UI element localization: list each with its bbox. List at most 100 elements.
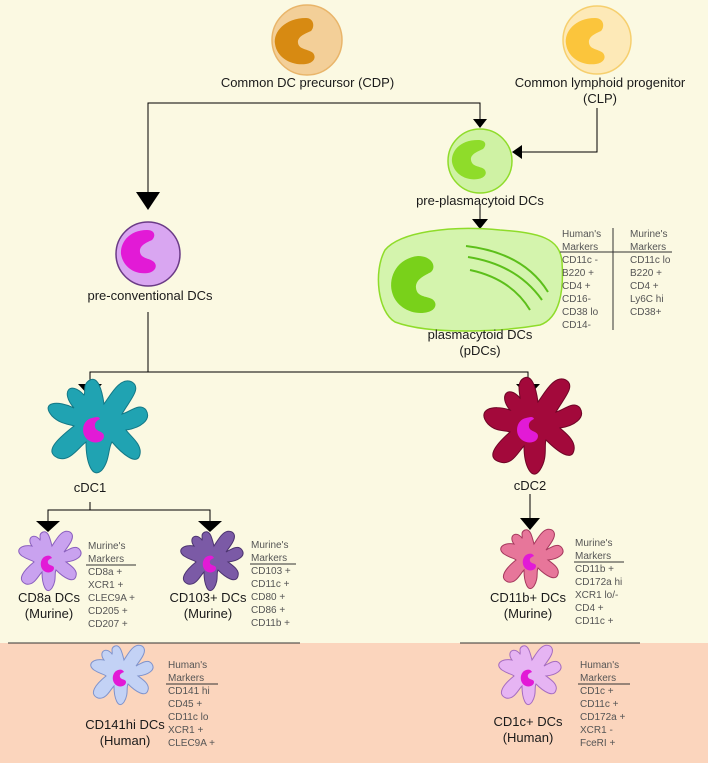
marker-item: Ly6C hi	[630, 294, 664, 305]
cd141-label-line1: CD141hi DCs	[85, 717, 165, 732]
marker-item: CD11b +	[251, 618, 291, 629]
marker-item: XCR1 -	[580, 725, 613, 736]
marker-heading: Human's	[562, 229, 602, 240]
marker-item: B220 +	[562, 268, 594, 279]
marker-item: CD11c +	[575, 616, 614, 627]
marker-item: CD1c +	[580, 686, 614, 697]
cdp-cell	[271, 4, 343, 76]
cd103-label-line2: (Murine)	[183, 606, 233, 621]
cd1c-dc-cell	[498, 644, 562, 706]
cd1c-markers: Human's Markers CD1c + CD11c + CD172a + …	[580, 659, 625, 750]
cd8a-markers: Murine's Markers CD8a + XCR1 + CLEC9A + …	[88, 540, 135, 631]
marker-item: CD172a +	[580, 712, 626, 723]
cd11b-dc-cell	[500, 528, 564, 590]
marker-heading: Human's	[580, 660, 620, 671]
marker-table-rules	[86, 228, 672, 685]
marker-heading: Markers	[88, 554, 125, 565]
marker-heading: Markers	[575, 551, 612, 562]
marker-item: CD11c lo	[630, 255, 671, 266]
marker-item: CD103 +	[251, 566, 291, 577]
pre-cdc-label: pre-conventional DCs	[70, 288, 230, 304]
marker-item: FceRI +	[580, 738, 616, 749]
marker-item: CD45 +	[168, 699, 203, 710]
marker-item: CLEC9A +	[88, 593, 135, 604]
marker-item: CD207 +	[88, 619, 128, 630]
marker-item: CD172a hi	[575, 577, 623, 588]
cd11b-label: CD11b+ DCs(Murine)	[478, 590, 578, 622]
marker-heading: Murine's	[251, 540, 289, 551]
marker-item: CD80 +	[251, 592, 286, 603]
cd1c-label-line2: (Human)	[502, 730, 554, 745]
cdc1-label-text: cDC1	[73, 480, 107, 495]
cd8a-label-line2: (Murine)	[24, 606, 74, 621]
cdc1-label: cDC1	[60, 480, 120, 496]
pre-cdc-cell	[115, 221, 181, 287]
marker-item: CD4 +	[630, 281, 659, 292]
cd141-label-line2: (Human)	[99, 733, 151, 748]
clp-label-line2: (CLP)	[583, 91, 617, 106]
cdc2-label-text: cDC2	[513, 478, 547, 493]
cdc1-cell	[47, 378, 148, 474]
cdp-label: Common DC precursor (CDP)	[200, 75, 415, 91]
cd8a-dc-cell	[18, 530, 82, 592]
cd141-dc-cell	[90, 644, 154, 706]
cd103-label: CD103+ DCs(Murine)	[158, 590, 258, 622]
marker-item: CD205 +	[88, 606, 128, 617]
marker-item: B220 +	[630, 268, 662, 279]
cd141-label: CD141hi DCs(Human)	[70, 717, 180, 749]
cd141-markers: Human's Markers CD141 hi CD45 + CD11c lo…	[168, 659, 215, 750]
marker-item: CD141 hi	[168, 686, 210, 697]
pre-cdc-label-text: pre-conventional DCs	[87, 288, 213, 303]
cd11b-label-line2: (Murine)	[503, 606, 553, 621]
pdc-label: plasmacytoid DCs(pDCs)	[400, 327, 560, 359]
marker-heading: Markers	[251, 553, 288, 564]
clp-label-line1: Common lymphoid progenitor	[514, 75, 686, 90]
marker-item: XCR1 lo/-	[575, 590, 619, 601]
clp-label: Common lymphoid progenitor(CLP)	[500, 75, 700, 107]
marker-item: CD11b +	[575, 564, 615, 575]
marker-item: CD11c -	[562, 255, 598, 266]
pdc-cell	[377, 227, 564, 332]
marker-heading: Human's	[168, 660, 208, 671]
marker-heading: Markers	[630, 242, 667, 253]
cd8a-label-line1: CD8a DCs	[17, 590, 81, 605]
marker-item: CD14-	[562, 320, 591, 331]
marker-item: CD11c +	[580, 699, 619, 710]
marker-heading: Markers	[168, 673, 205, 684]
marker-heading: Murine's	[88, 541, 126, 552]
pdc-murine-markers: Murine's Markers CD11c lo B220 + CD4 + L…	[630, 228, 670, 319]
cdc2-cell	[483, 376, 582, 475]
marker-item: CD8a +	[88, 567, 123, 578]
cd11b-markers: Murine's Markers CD11b + CD172a hi XCR1 …	[575, 537, 622, 628]
cd103-dc-cell	[180, 530, 244, 592]
marker-item: CD4 +	[575, 603, 604, 614]
marker-item: XCR1 +	[88, 580, 124, 591]
cd8a-label: CD8a DCs(Murine)	[4, 590, 94, 622]
clp-cell	[562, 5, 632, 75]
cd1c-label-line1: CD1c+ DCs	[493, 714, 563, 729]
marker-item: CD16-	[562, 294, 591, 305]
pre-pdc-label-text: pre-plasmacytoid DCs	[416, 193, 544, 208]
pre-pdc-cell	[447, 128, 513, 194]
cdp-label-text: Common DC precursor (CDP)	[220, 75, 395, 90]
marker-heading: Murine's	[630, 229, 668, 240]
marker-item: XCR1 +	[168, 725, 204, 736]
marker-heading: Murine's	[575, 538, 613, 549]
marker-item: CD11c +	[251, 579, 290, 590]
marker-item: CD38 lo	[562, 307, 599, 318]
pre-pdc-label: pre-plasmacytoid DCs	[400, 193, 560, 209]
cd1c-label: CD1c+ DCs(Human)	[478, 714, 578, 746]
marker-item: CD86 +	[251, 605, 286, 616]
pdc-label-line1: plasmacytoid DCs	[427, 327, 533, 342]
marker-item: CD11c lo	[168, 712, 209, 723]
pdc-human-markers: Human's Markers CD11c - B220 + CD4 + CD1…	[562, 228, 601, 332]
marker-heading: Markers	[580, 673, 617, 684]
pdc-label-line2: (pDCs)	[459, 343, 501, 358]
marker-item: CD4 +	[562, 281, 591, 292]
marker-item: CLEC9A +	[168, 738, 215, 749]
marker-heading: Markers	[562, 242, 599, 253]
cd11b-label-line1: CD11b+ DCs	[490, 590, 566, 605]
cdc2-label: cDC2	[500, 478, 560, 494]
